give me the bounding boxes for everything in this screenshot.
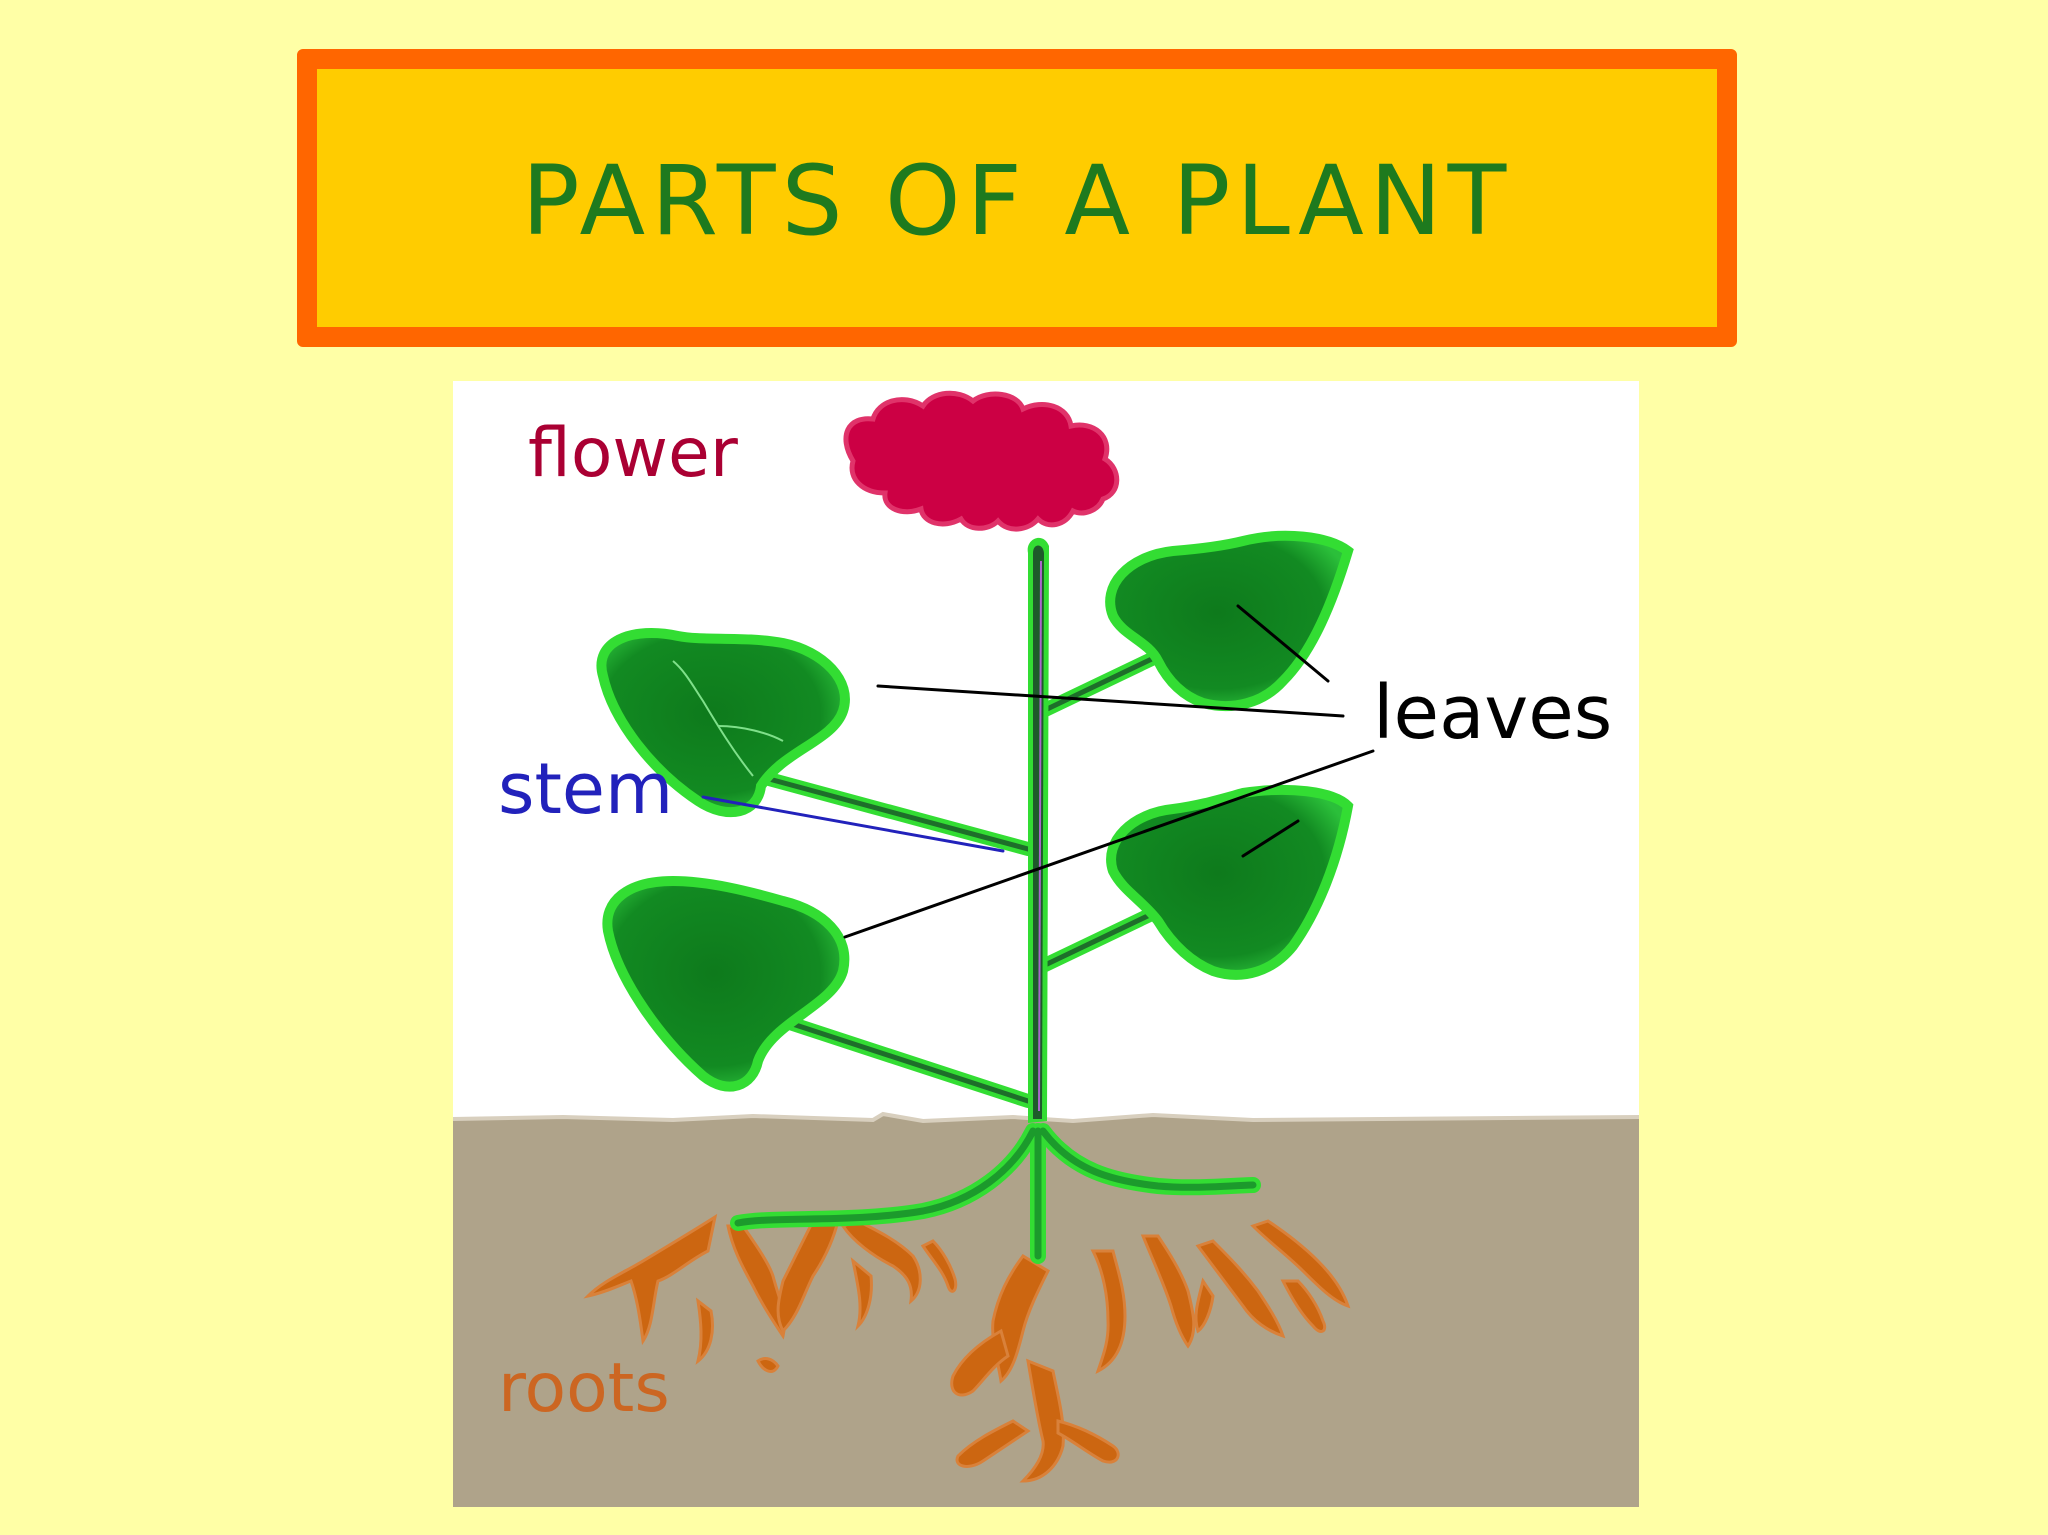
leaf-upper-right <box>1105 530 1354 711</box>
roots-system <box>583 1213 1351 1483</box>
leaf-upper-left <box>596 628 850 818</box>
petioles-core <box>750 653 1161 1104</box>
roots-label: roots <box>498 1349 670 1428</box>
flower-label: flower <box>528 414 738 493</box>
soil <box>453 1111 1639 1507</box>
leaves-leader-2 <box>1236 604 1330 683</box>
flower-head <box>843 390 1120 532</box>
leader-lines <box>701 604 1375 939</box>
stem-leader <box>701 795 1005 853</box>
leaves-leader-3 <box>843 749 1375 939</box>
stem <box>1027 537 1049 1123</box>
leaves-label: leaves <box>1373 670 1612 756</box>
leaf-veins <box>672 660 784 777</box>
leaves <box>596 530 1354 1092</box>
slide-title: PARTS OF A PLANT <box>521 145 1513 257</box>
title-box: PARTS OF A PLANT <box>297 49 1737 347</box>
leaf-lower-left <box>602 875 850 1092</box>
leaves-leader-4 <box>1241 819 1300 858</box>
leaf-lower-right <box>1106 784 1354 980</box>
plant-diagram-svg: flower leaves stem roots <box>453 381 1639 1507</box>
stem-label: stem <box>498 748 673 830</box>
plant-diagram: flower leaves stem roots <box>453 381 1639 1507</box>
leaves-leader-1 <box>876 684 1345 718</box>
root-stems-core <box>734 1127 1257 1260</box>
